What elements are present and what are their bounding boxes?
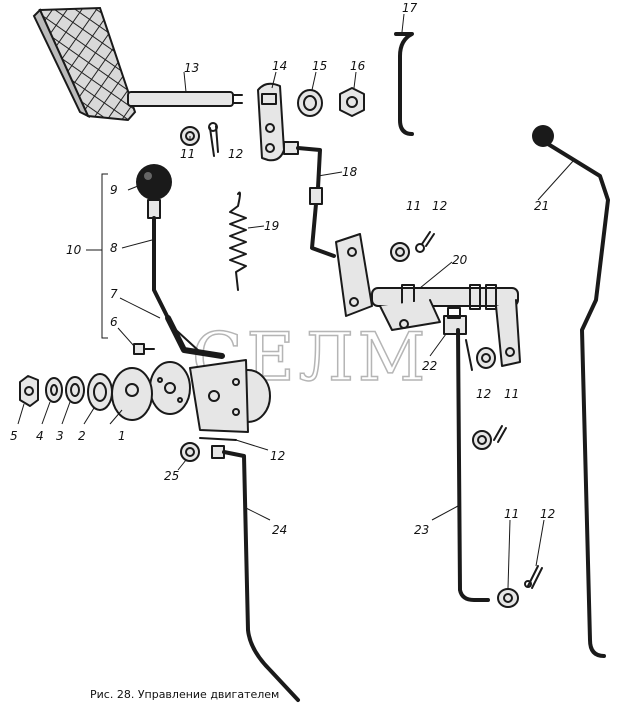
washer-3 [65, 376, 85, 404]
cross-shaft-20 [371, 284, 521, 367]
nut-16 [339, 87, 365, 117]
callouts: 1 2 3 4 5 6 7 8 9 10 11 11 11 11 12 12 1… [10, 1, 555, 537]
link-plate [335, 233, 373, 317]
rod-18 [283, 141, 336, 258]
callout-11-d: 11 [504, 507, 519, 521]
callout-5: 5 [10, 429, 18, 443]
callout-12-d: 12 [540, 507, 555, 521]
callout-7: 7 [110, 287, 118, 301]
disc-1 [111, 367, 153, 421]
callout-4: 4 [36, 429, 44, 443]
washer-11-e [497, 588, 519, 608]
callout-21: 21 [534, 199, 549, 213]
callout-1: 1 [118, 429, 126, 443]
callout-13: 13 [184, 61, 199, 75]
washer-25 [180, 442, 200, 462]
nut-5 [19, 375, 39, 407]
callout-18: 18 [342, 165, 358, 179]
callout-12-a: 12 [228, 147, 243, 161]
clamp-22 [443, 307, 467, 335]
figure-caption: Рис. 28. Управление двигателем [90, 688, 279, 701]
cotter-pin-12-d [493, 425, 507, 443]
callout-22: 22 [422, 359, 437, 373]
cotter-pin-12-f [199, 437, 237, 441]
callout-24: 24 [272, 523, 287, 537]
washer-11-b [390, 242, 410, 262]
callout-12-e: 12 [270, 449, 285, 463]
callout-25: 25 [164, 469, 179, 483]
lever-8 [147, 199, 170, 320]
callout-11-b: 11 [406, 199, 421, 213]
callout-11-a: 11 [180, 147, 195, 161]
flange-assembly [149, 359, 271, 433]
leader-lines [17, 13, 575, 589]
callout-11-c: 11 [504, 387, 519, 401]
callout-6: 6 [110, 315, 118, 329]
callout-3: 3 [56, 429, 64, 443]
callout-12-c: 12 [476, 387, 491, 401]
washer-11-c [476, 347, 496, 369]
callout-23: 23 [414, 523, 429, 537]
washer-11-d [472, 430, 492, 450]
callout-16: 16 [350, 59, 366, 73]
bushing-15 [297, 89, 323, 117]
rod-24 [211, 445, 300, 702]
callout-14: 14 [272, 59, 287, 73]
callout-20: 20 [452, 253, 468, 267]
washer-4 [45, 377, 63, 403]
callout-8: 8 [110, 241, 118, 255]
rod-23 [456, 328, 490, 602]
washer-2 [87, 373, 113, 411]
hand-lever-21 [532, 125, 610, 658]
callout-10: 10 [66, 243, 82, 257]
knob-9 [136, 164, 172, 200]
cotter-pin-12-a [208, 122, 219, 157]
callout-15: 15 [312, 59, 327, 73]
cotter-pin-12-b [415, 231, 435, 253]
callout-17: 17 [402, 1, 418, 15]
bracket-10 [86, 173, 108, 339]
link-7 [165, 315, 225, 359]
bracket-17 [394, 32, 414, 136]
callout-19: 19 [264, 219, 279, 233]
callout-2: 2 [78, 429, 86, 443]
spring-19 [229, 191, 247, 291]
callout-12-b: 12 [432, 199, 447, 213]
cotter-pin-12-e [524, 565, 543, 589]
pin-12-c [465, 339, 473, 371]
pedal-13 [32, 6, 243, 122]
lever-14 [257, 82, 285, 162]
bolt-6 [133, 343, 155, 355]
callout-9: 9 [110, 183, 118, 197]
